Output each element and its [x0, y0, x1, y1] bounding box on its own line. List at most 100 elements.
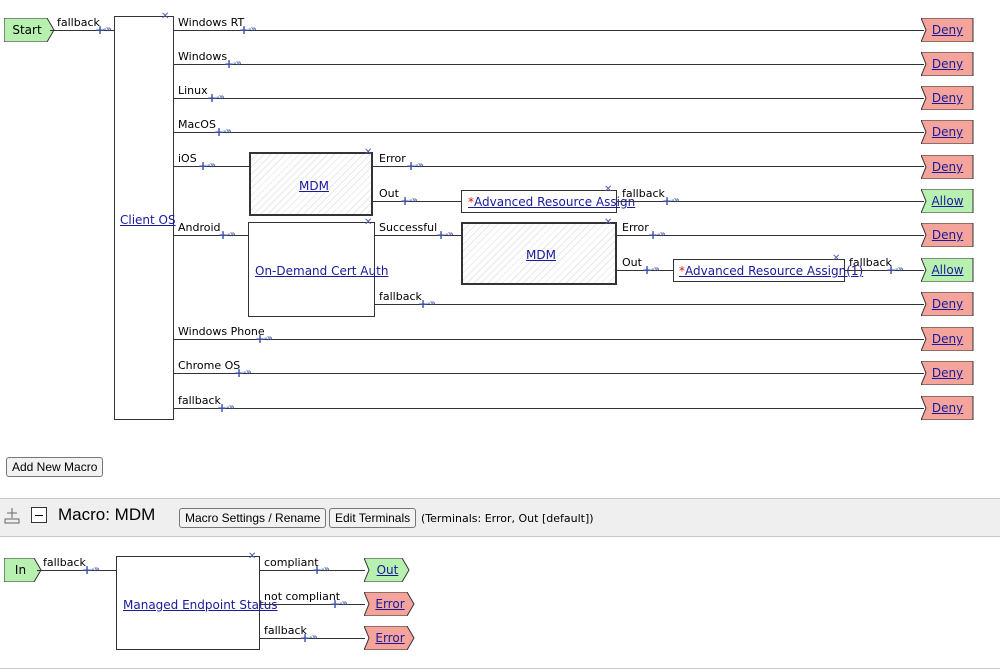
- add-node-plus[interactable]: +: [642, 263, 653, 277]
- add-node-plus[interactable]: +: [886, 263, 897, 277]
- terminal-deny[interactable]: Deny: [921, 396, 974, 420]
- terminal-link[interactable]: Error: [375, 597, 405, 611]
- insert-arrow[interactable]: -»: [227, 229, 236, 240]
- edit-terminals-button[interactable]: Edit Terminals: [329, 508, 417, 528]
- insert-arrow[interactable]: -»: [415, 160, 424, 171]
- terminal-deny[interactable]: Deny: [921, 120, 974, 144]
- terminal-deny[interactable]: Deny: [921, 52, 974, 76]
- mdm-ios-link[interactable]: MDM: [299, 179, 329, 193]
- add-node-plus[interactable]: +: [418, 297, 429, 311]
- terminal-deny[interactable]: Deny: [921, 292, 974, 316]
- terminal-deny[interactable]: Deny: [921, 223, 974, 247]
- terminal-deny[interactable]: Deny: [921, 18, 974, 42]
- terminal-link[interactable]: Deny: [931, 160, 964, 174]
- client-os-link[interactable]: Client OS: [120, 213, 176, 227]
- adv-assign-box[interactable]: [461, 190, 617, 213]
- start-node[interactable]: Start: [4, 18, 57, 42]
- insert-arrow[interactable]: -»: [264, 333, 273, 344]
- terminal-error[interactable]: Error: [364, 592, 417, 616]
- terminal-error[interactable]: Error: [364, 626, 417, 650]
- terminal-deny[interactable]: Deny: [921, 361, 974, 385]
- add-node-plus[interactable]: +: [436, 228, 447, 242]
- close-icon[interactable]: ✕: [161, 11, 170, 22]
- close-icon[interactable]: ✕: [364, 147, 373, 158]
- terminal-deny[interactable]: Deny: [921, 86, 974, 110]
- add-node-plus[interactable]: +: [224, 57, 235, 71]
- terminal-out[interactable]: Out: [364, 558, 417, 582]
- add-node-plus[interactable]: +: [239, 23, 250, 37]
- insert-arrow[interactable]: -»: [103, 24, 112, 35]
- terminal-link[interactable]: Error: [375, 631, 405, 645]
- terminal-link[interactable]: Deny: [931, 57, 964, 71]
- terminal-link[interactable]: Deny: [931, 23, 964, 37]
- add-node-plus[interactable]: +: [82, 563, 93, 577]
- ondemand-box[interactable]: [248, 222, 375, 317]
- terminal-link[interactable]: Deny: [931, 125, 964, 139]
- add-node-plus[interactable]: +: [648, 228, 659, 242]
- mdm-ios-box[interactable]: [249, 152, 373, 216]
- add-node-plus[interactable]: +: [330, 597, 341, 611]
- close-icon[interactable]: ✕: [832, 253, 841, 264]
- ondemand-link[interactable]: On-Demand Cert Auth: [255, 264, 389, 278]
- insert-arrow[interactable]: -»: [657, 229, 666, 240]
- insert-arrow[interactable]: -»: [207, 160, 216, 171]
- mdm-android-link[interactable]: MDM: [526, 248, 556, 262]
- close-icon[interactable]: ✕: [248, 551, 257, 562]
- add-node-plus[interactable]: +: [217, 401, 228, 415]
- terminal-link[interactable]: Deny: [931, 228, 964, 242]
- terminal-link[interactable]: Deny: [931, 401, 964, 415]
- in-node[interactable]: In: [4, 558, 57, 582]
- insert-arrow[interactable]: -»: [895, 264, 904, 275]
- mdm-android-box[interactable]: [461, 222, 617, 285]
- terminal-link[interactable]: Out: [376, 563, 399, 577]
- insert-arrow[interactable]: -»: [216, 92, 225, 103]
- insert-arrow[interactable]: -»: [427, 298, 436, 309]
- close-icon[interactable]: ✕: [604, 184, 613, 195]
- add-node-plus[interactable]: +: [207, 91, 218, 105]
- terminal-link[interactable]: Allow: [931, 263, 964, 277]
- insert-arrow[interactable]: -»: [339, 598, 348, 609]
- insert-arrow[interactable]: -»: [671, 195, 680, 206]
- adv-assign1-link[interactable]: *Advanced Resource Assign(1): [679, 264, 863, 278]
- add-node-plus[interactable]: +: [255, 332, 266, 346]
- terminal-deny[interactable]: Deny: [921, 155, 974, 179]
- insert-arrow[interactable]: -»: [91, 564, 100, 575]
- terminal-allow[interactable]: Allow: [921, 189, 974, 213]
- insert-arrow[interactable]: -»: [226, 402, 235, 413]
- insert-arrow[interactable]: -»: [248, 24, 257, 35]
- terminal-link[interactable]: Deny: [931, 366, 964, 380]
- insert-arrow[interactable]: -»: [321, 564, 330, 575]
- insert-arrow[interactable]: -»: [445, 229, 454, 240]
- terminal-link[interactable]: Deny: [931, 297, 964, 311]
- add-node-plus[interactable]: +: [312, 563, 323, 577]
- add-node-plus[interactable]: +: [400, 194, 411, 208]
- insert-arrow[interactable]: -»: [233, 58, 242, 69]
- close-icon[interactable]: ✕: [364, 217, 373, 228]
- insert-arrow[interactable]: -»: [243, 367, 252, 378]
- add-node-plus[interactable]: +: [218, 228, 229, 242]
- adv-assign-link[interactable]: *Advanced Resource Assign: [468, 195, 635, 209]
- mes-link[interactable]: Managed Endpoint Status: [123, 598, 278, 612]
- close-icon[interactable]: ✕: [604, 217, 613, 228]
- add-node-plus[interactable]: +: [95, 23, 106, 37]
- client-os-box[interactable]: [114, 16, 174, 420]
- add-node-plus[interactable]: +: [300, 631, 311, 645]
- terminal-link[interactable]: Deny: [931, 332, 964, 346]
- insert-arrow[interactable]: -»: [409, 195, 418, 206]
- terminal-allow[interactable]: Allow: [921, 258, 974, 282]
- add-node-plus[interactable]: +: [662, 194, 673, 208]
- terminal-link[interactable]: Allow: [931, 194, 964, 208]
- add-node-plus[interactable]: +: [198, 159, 209, 173]
- insert-arrow[interactable]: -»: [651, 264, 660, 275]
- terminal-deny[interactable]: Deny: [921, 327, 974, 351]
- macro-settings-button[interactable]: Macro Settings / Rename: [179, 508, 327, 528]
- adv-assign1-box[interactable]: [673, 259, 845, 282]
- collapse-icon[interactable]: [31, 507, 47, 523]
- insert-arrow[interactable]: -»: [309, 632, 318, 643]
- add-new-macro-button[interactable]: Add New Macro: [6, 457, 104, 477]
- add-node-plus[interactable]: +: [234, 366, 245, 380]
- terminal-link[interactable]: Deny: [931, 91, 964, 105]
- mes-box[interactable]: [116, 556, 260, 650]
- add-node-plus[interactable]: +: [214, 125, 225, 139]
- add-node-plus[interactable]: +: [406, 159, 417, 173]
